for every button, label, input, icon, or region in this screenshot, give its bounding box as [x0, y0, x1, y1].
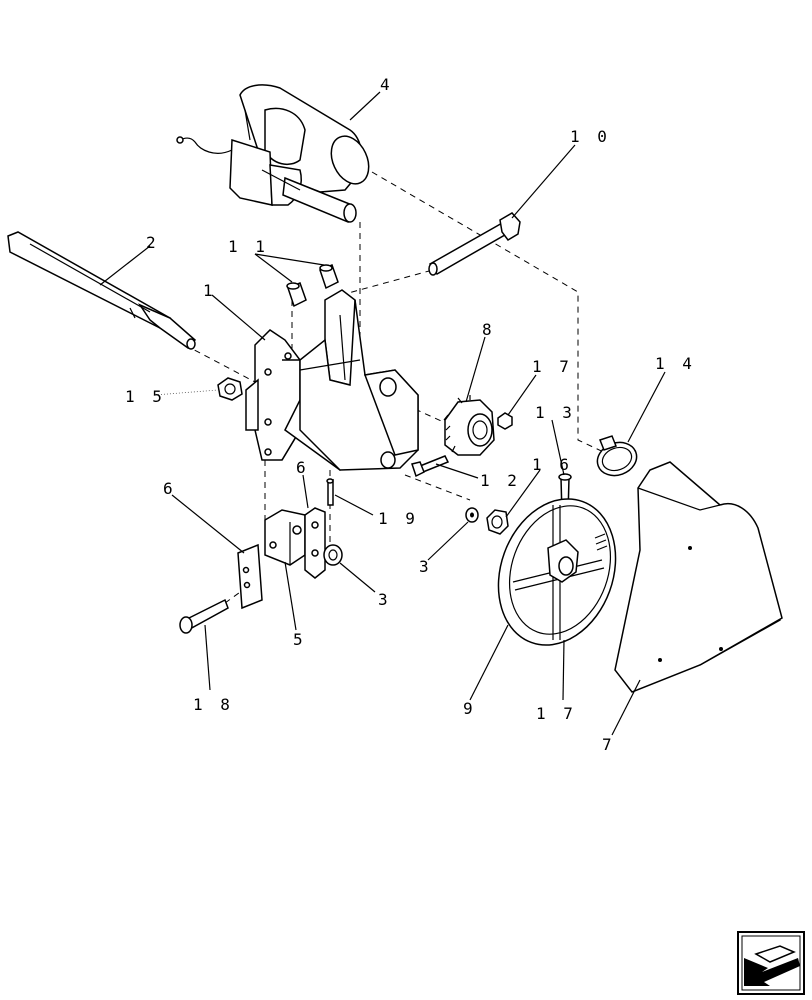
part-14-clamp [596, 435, 638, 477]
part-3-washer-left [323, 544, 343, 566]
part-17-nut-top [497, 412, 513, 430]
part-5-clamp-block [264, 509, 306, 566]
callout-1: 1 [203, 281, 217, 300]
leader-lines [99, 91, 666, 736]
part-18-pin [179, 598, 229, 634]
callout-16: 1 6 [532, 455, 573, 474]
callout-15: 1 5 [125, 387, 166, 406]
callout-19: 1 9 [378, 509, 419, 528]
callout-9: 9 [463, 699, 477, 718]
part-19-pin [326, 478, 334, 506]
callout-7: 7 [602, 735, 616, 754]
arrow-icon [744, 945, 800, 986]
callout-18: 1 8 [193, 695, 234, 714]
part-3-washer-right [465, 507, 479, 523]
part-16-nut [486, 509, 509, 535]
callout-10: 1 0 [570, 127, 611, 146]
callout-17-bottom: 1 7 [536, 704, 577, 723]
callout-11: 1 1 [228, 237, 269, 256]
callout-13: 1 3 [535, 403, 576, 422]
callout-17-top: 1 7 [532, 357, 573, 376]
callout-2: 2 [146, 233, 160, 252]
next-page-arrow-button[interactable] [737, 931, 805, 995]
callout-14: 1 4 [655, 354, 696, 373]
callout-5: 5 [293, 630, 307, 649]
callout-6-right: 6 [296, 458, 310, 477]
part-6-plate-left [237, 543, 263, 610]
part-10-bolt [428, 212, 521, 276]
callout-8: 8 [482, 320, 496, 339]
callout-4: 4 [380, 75, 394, 94]
callout-3-left: 3 [378, 590, 392, 609]
part-11-bushings [286, 264, 339, 308]
callout-3-right: 3 [419, 557, 433, 576]
part-7-guard [614, 461, 783, 693]
part-12-bolt [411, 455, 450, 478]
callout-labels: 4 1 0 2 1 1 1 8 1 7 1 4 1 5 1 3 1 6 1 2 … [125, 75, 696, 754]
part-1-bracket [245, 289, 419, 471]
part-2-shaft [7, 231, 197, 350]
part-9-pulley [497, 498, 617, 646]
part-15-nut [217, 377, 243, 401]
callout-12: 1 2 [480, 471, 521, 490]
part-4-actuator [176, 84, 370, 224]
part-6-plate-right [304, 507, 326, 579]
callout-6-left: 6 [163, 479, 177, 498]
part-8-gear [443, 395, 495, 456]
